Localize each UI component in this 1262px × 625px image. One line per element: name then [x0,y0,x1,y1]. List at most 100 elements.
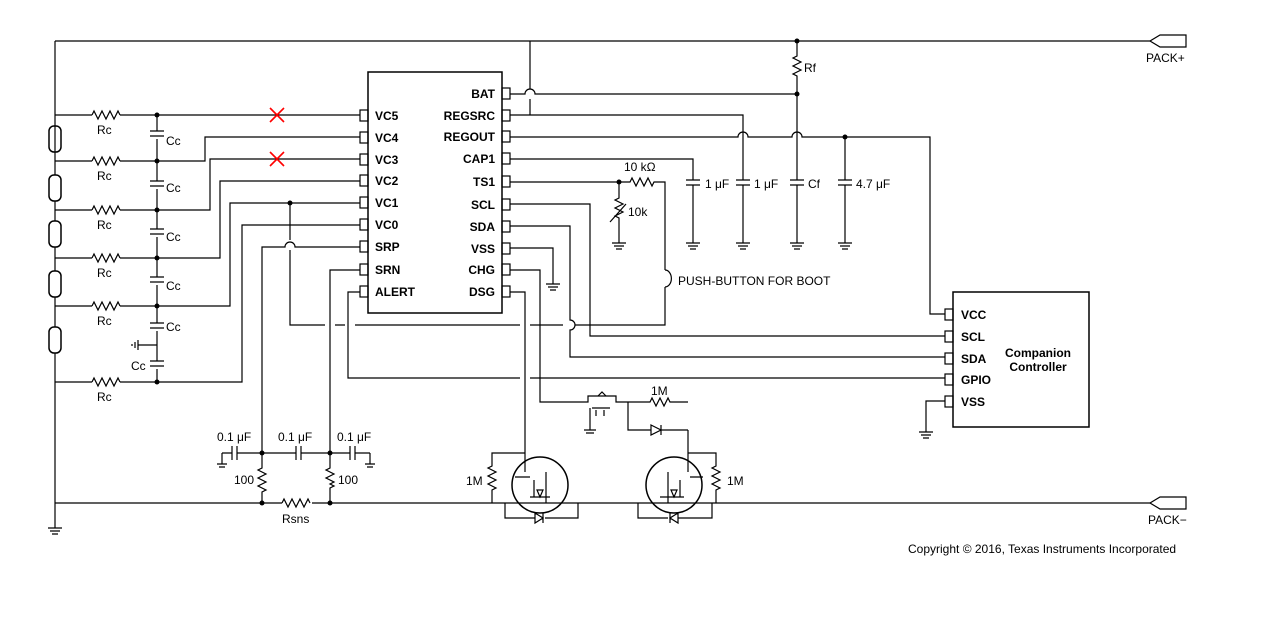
cc-capacitors [150,130,164,367]
cell-tap-wires [55,114,157,383]
ic-pin-vc2: VC2 [375,174,399,188]
alert-wire [347,291,945,379]
cf-label: Cf [808,177,821,191]
rc-label-1: Rc [97,123,112,137]
fet-body-diodes [504,503,713,525]
dsg-wire [510,291,526,457]
cc-label-5: Cc [166,320,181,334]
controller-pin-scl: SCL [961,330,985,344]
controller-vss-ground [919,400,945,439]
fet-gate-resistors [486,452,722,503]
rf-label: Rf [804,61,817,75]
rc-label-2: Rc [97,169,112,183]
rsns-label: Rsns [282,512,309,526]
vc1-tie-wire [289,203,666,326]
cc-ground-symbol [131,340,157,350]
vc-routing-wires [157,114,360,383]
controller-title-line1: Companion [1005,346,1071,360]
controller-pin-sda: SDA [961,352,987,366]
sda-wire [510,225,945,358]
controller-pin-vcc: VCC [961,308,987,322]
ic-pin-srn: SRN [375,263,400,277]
rc-label-6: Rc [97,390,112,404]
controller-title-line2: Controller [1009,360,1067,374]
cc-label-3: Cc [166,230,181,244]
rc-label-4: Rc [97,266,112,280]
cc-label-2: Cc [166,181,181,195]
regout-wire [510,131,945,315]
ic-pin-sda: SDA [470,220,496,234]
level-shift-pmos [583,391,688,436]
ic-pin-regout: REGOUT [444,130,496,144]
no-connect-x-marks [269,107,285,167]
r1m-label-gate: 1M [651,384,668,398]
push-button-label: PUSH-BUTTON FOR BOOT [678,274,831,288]
thermistor-10k [609,182,627,250]
controller-pins [944,308,954,408]
r1m-label-dsg: 1M [466,474,483,488]
left-ground-symbol [48,503,62,535]
ic-pin-chg: CHG [468,263,495,277]
pack-plus-label: PACK+ [1146,51,1185,65]
r1m-label-chg: 1M [727,474,744,488]
ic-left-pins [359,109,369,298]
ic-pin-vss: VSS [471,242,495,256]
r10k-label: 10 kΩ [624,160,656,174]
sense-filter-network [217,446,375,509]
pack-minus-terminal [1148,496,1187,510]
cc-label-6: Cc [131,359,146,373]
rc-label-3: Rc [97,218,112,232]
ic-right-pins [501,87,511,298]
ic-pin-dsg: DSG [469,285,495,299]
controller-pin-gpio: GPIO [961,373,991,387]
rf-resistor [791,41,803,94]
cap1-label: 1 μF [705,177,729,191]
filter-cap-label-2: 0.1 μF [278,430,312,444]
ts1-wire [510,176,666,270]
pack-plus-rail [54,40,1150,132]
vc1-tie-dot [287,200,293,206]
ic-pin-regsrc: REGSRC [444,109,496,123]
regsrc-wire [510,114,744,180]
ic-pin-vc4: VC4 [375,131,399,145]
chg-wire [510,269,583,403]
rc-resistors [91,109,121,388]
ic-pin-vc1: VC1 [375,196,399,210]
regsrc-cap-label: 1 μF [754,177,778,191]
battery-cell-stack [48,125,62,503]
cc-label-4: Cc [166,279,181,293]
srp-wire [261,241,360,453]
ic-pin-cap1: CAP1 [463,152,495,166]
r100-label-1: 100 [234,473,254,487]
monitor-ic-body [367,71,503,314]
bat-wire [510,88,797,95]
push-button-symbol [664,269,672,288]
shunt-capacitors [686,179,852,250]
r100-label-2: 100 [338,473,358,487]
ic-pin-srp: SRP [375,240,400,254]
cap1-wire [510,158,694,180]
ic-pin-ts1: TS1 [473,175,495,189]
cc-label-1: Cc [166,134,181,148]
filter-cap-label-1: 0.1 μF [217,430,251,444]
discharge-fet [511,456,569,514]
pack-minus-label: PACK− [1148,513,1187,527]
thermistor-label: 10k [628,205,648,219]
ic-pin-bat: BAT [471,87,495,101]
pack-plus-terminal [1148,34,1187,48]
rc-label-5: Rc [97,314,112,328]
ic-pin-vc5: VC5 [375,109,399,123]
filter-cap-label-3: 0.1 μF [337,430,371,444]
srn-wire [329,269,360,453]
charge-fet [645,430,703,514]
controller-pin-vss: VSS [961,395,985,409]
copyright-text: Copyright © 2016, Texas Instruments Inco… [908,542,1176,556]
scl-wire [510,203,945,337]
rf-top-dot [794,38,800,44]
ic-pin-alert: ALERT [375,285,416,299]
ic-pin-vc3: VC3 [375,153,399,167]
regout-cap-label: 4.7 μF [856,177,890,191]
vss-wire [510,247,560,291]
ic-pin-scl: SCL [471,198,495,212]
